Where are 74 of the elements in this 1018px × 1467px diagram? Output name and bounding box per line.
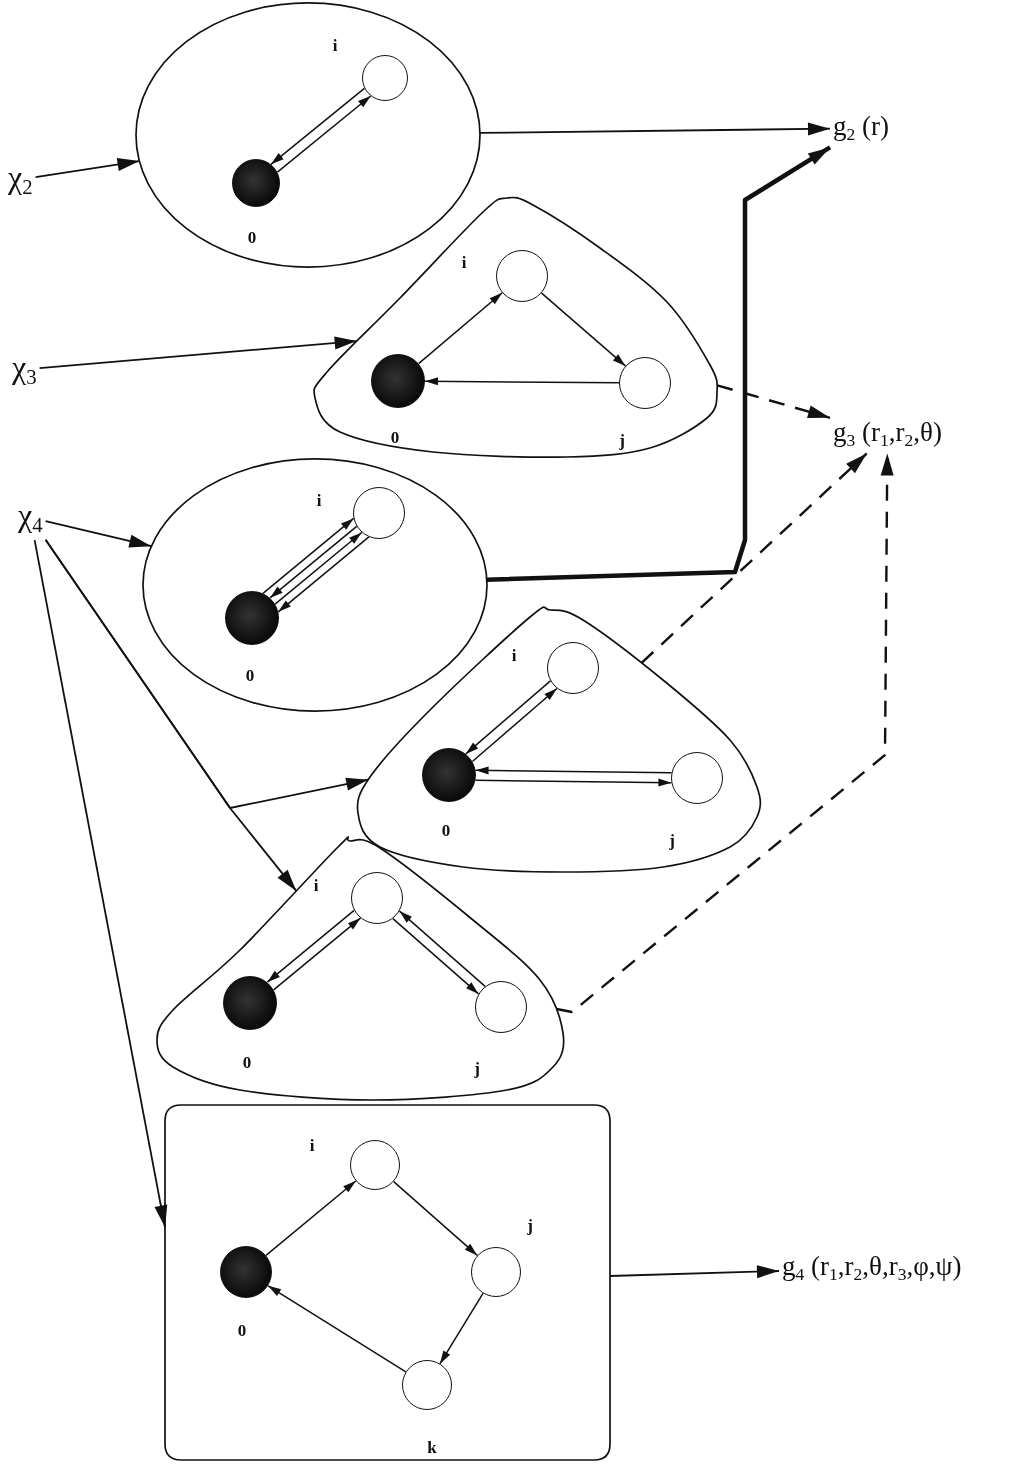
dashed-arrow — [640, 452, 868, 664]
arrow — [609, 1265, 780, 1279]
variable-label: χ$_{2}$ — [8, 160, 33, 200]
arrow — [262, 517, 355, 595]
vertex-label: j — [669, 831, 675, 849]
arrow — [270, 87, 366, 166]
vertex-label: 0 — [242, 1053, 252, 1071]
vertex-label: i — [313, 876, 319, 894]
arrow — [267, 1285, 407, 1373]
arrow — [266, 909, 355, 983]
root-vertex-circle — [223, 976, 277, 1030]
vertex-label: i — [309, 1136, 315, 1154]
function-label: g$_{2}$ (r) — [833, 112, 889, 145]
ellipse-outline — [140, 456, 490, 714]
arrow — [34, 158, 141, 179]
dashed-arrow — [716, 384, 831, 419]
vertex-label: j — [474, 1059, 480, 1077]
arrow — [474, 778, 673, 787]
vertex-circle — [496, 250, 548, 302]
arrow — [398, 910, 486, 988]
vertex-label: i — [332, 36, 338, 54]
vertex-circle — [671, 752, 723, 804]
arrow — [44, 538, 298, 892]
arrow — [392, 1180, 479, 1257]
vertex-circle — [475, 981, 527, 1033]
arrow — [272, 917, 362, 991]
vertex-circle — [350, 1140, 400, 1190]
arrow — [44, 520, 153, 548]
rounded-rectangle-frame — [164, 1104, 611, 1461]
vertex-circle — [402, 1360, 452, 1410]
ellipse-outline — [133, 0, 483, 270]
vertex-label: 0 — [390, 428, 400, 446]
vertex-label: 0 — [441, 821, 451, 839]
vertex-circle — [353, 487, 405, 539]
root-vertex-circle — [232, 159, 280, 207]
arrow — [479, 122, 831, 136]
vertex-label: 0 — [237, 1321, 247, 1339]
variable-label: χ$_{4}$ — [18, 498, 43, 538]
arrow — [424, 377, 620, 386]
arrow — [38, 336, 358, 370]
arrow — [392, 917, 480, 995]
function-label: g$_{4}$ (r$_{1}$,r$_{2}$,θ,r$_{3}$,φ,ψ) — [782, 1252, 962, 1285]
vertex-label: 0 — [247, 228, 257, 246]
arrow — [265, 1180, 357, 1257]
arrow — [474, 766, 673, 775]
arrow — [276, 95, 372, 173]
function-label: g$_{3}$ (r$_{1}$,r$_{2}$,θ) — [833, 418, 942, 451]
vertex-circle — [471, 1247, 521, 1297]
dashed-arrow — [556, 453, 894, 1014]
root-vertex-circle — [371, 354, 425, 408]
arrow — [439, 1292, 484, 1365]
arrow — [277, 536, 370, 613]
vertex-circle — [547, 642, 599, 694]
arrow — [486, 145, 832, 582]
arrow — [274, 531, 363, 605]
arrow — [417, 292, 503, 365]
arrow — [465, 680, 552, 755]
vertex-circle — [619, 357, 671, 409]
vertex-label: i — [316, 491, 322, 509]
variable-label: χ$_{3}$ — [12, 350, 37, 390]
vertex-circle — [362, 55, 408, 101]
vertex-label: k — [427, 1438, 437, 1456]
root-vertex-circle — [422, 748, 476, 802]
root-vertex-circle — [225, 591, 279, 645]
vertex-label: i — [461, 253, 467, 271]
vertex-label: j — [527, 1216, 533, 1234]
arrow — [269, 525, 358, 599]
root-vertex-circle — [220, 1246, 272, 1298]
vertex-label: j — [619, 431, 625, 449]
vertex-circle — [351, 872, 403, 924]
arrow — [540, 292, 627, 367]
vertex-label: i — [511, 646, 517, 664]
vertex-label: 0 — [245, 666, 255, 684]
arrow — [471, 687, 558, 763]
